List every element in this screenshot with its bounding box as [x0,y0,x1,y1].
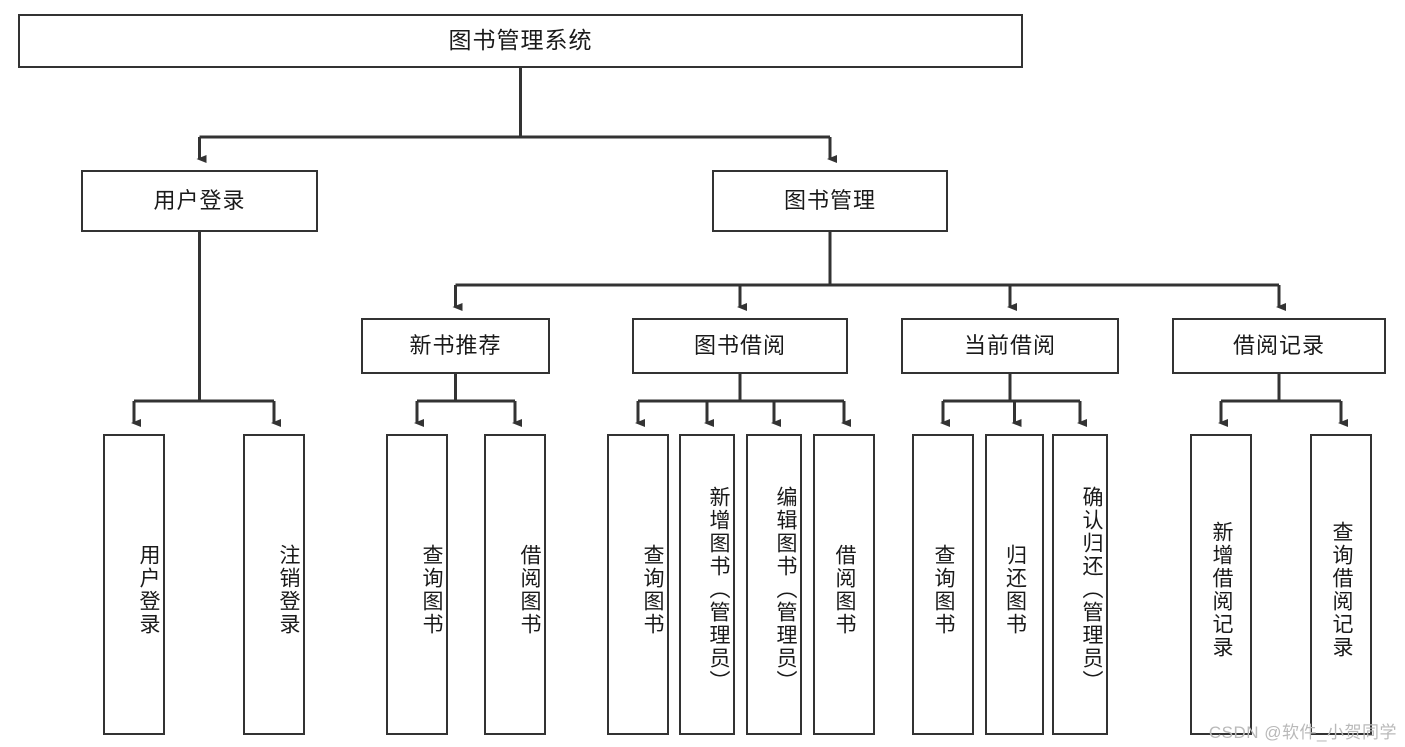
node-new-book-rec-label: 新书推荐 [409,332,502,358]
node-leaf-logout[interactable]: 注销登录 [243,434,305,735]
node-current-borrow[interactable]: 当前借阅 [901,318,1119,374]
node-current-borrow-label: 当前借阅 [963,332,1056,358]
node-leaf-borrow-book-2[interactable]: 借阅图书 [813,434,875,735]
node-leaf-add-book[interactable]: 新增图书（管理员） [679,434,735,735]
node-book-manage-label: 图书管理 [783,187,876,213]
node-root-label: 图书管理系统 [448,27,593,54]
node-leaf-add-record[interactable]: 新增借阅记录 [1190,434,1252,735]
node-book-borrow[interactable]: 图书借阅 [632,318,848,374]
node-leaf-query-book-2[interactable]: 查询图书 [607,434,669,735]
node-leaf-query-book-2-label: 查询图书 [641,543,664,636]
node-book-borrow-label: 图书借阅 [693,332,786,358]
node-book-manage[interactable]: 图书管理 [712,170,948,232]
node-leaf-return-book-label: 归还图书 [1003,543,1027,636]
watermark: CSDN @软件_小贺同学 [1208,723,1397,742]
node-user-login-label: 用户登录 [153,187,246,213]
node-leaf-query-book-1[interactable]: 查询图书 [386,434,448,735]
node-leaf-confirm-return[interactable]: 确认归还（管理员） [1052,434,1108,735]
node-leaf-query-record[interactable]: 查询借阅记录 [1310,434,1372,735]
node-leaf-borrow-book-1-label: 借阅图书 [518,543,541,636]
node-user-login[interactable]: 用户登录 [81,170,318,232]
node-leaf-logout-label: 注销登录 [277,543,300,636]
node-borrow-record-label: 借阅记录 [1232,332,1325,358]
node-leaf-add-book-label: 新增图书（管理员） [707,486,730,693]
node-leaf-query-book-3-label: 查询图书 [932,543,955,636]
node-leaf-user-login-label: 用户登录 [137,543,160,636]
node-leaf-borrow-book-1[interactable]: 借阅图书 [484,434,546,735]
node-leaf-confirm-return-label: 确认归还（管理员） [1080,486,1103,693]
node-leaf-user-login[interactable]: 用户登录 [103,434,165,735]
node-leaf-query-book-1-label: 查询图书 [420,543,443,636]
node-leaf-query-book-3[interactable]: 查询图书 [912,434,974,735]
node-leaf-edit-book-label: 编辑图书（管理员） [774,486,797,693]
node-borrow-record[interactable]: 借阅记录 [1172,318,1386,374]
node-leaf-add-record-label: 新增借阅记录 [1210,520,1233,659]
node-root[interactable]: 图书管理系统 [18,14,1023,68]
node-leaf-borrow-book-2-label: 借阅图书 [833,543,856,636]
node-leaf-return-book[interactable]: 归还图书 [985,434,1044,735]
node-leaf-edit-book[interactable]: 编辑图书（管理员） [746,434,802,735]
node-leaf-query-record-label: 查询借阅记录 [1330,520,1353,659]
node-new-book-rec[interactable]: 新书推荐 [361,318,550,374]
